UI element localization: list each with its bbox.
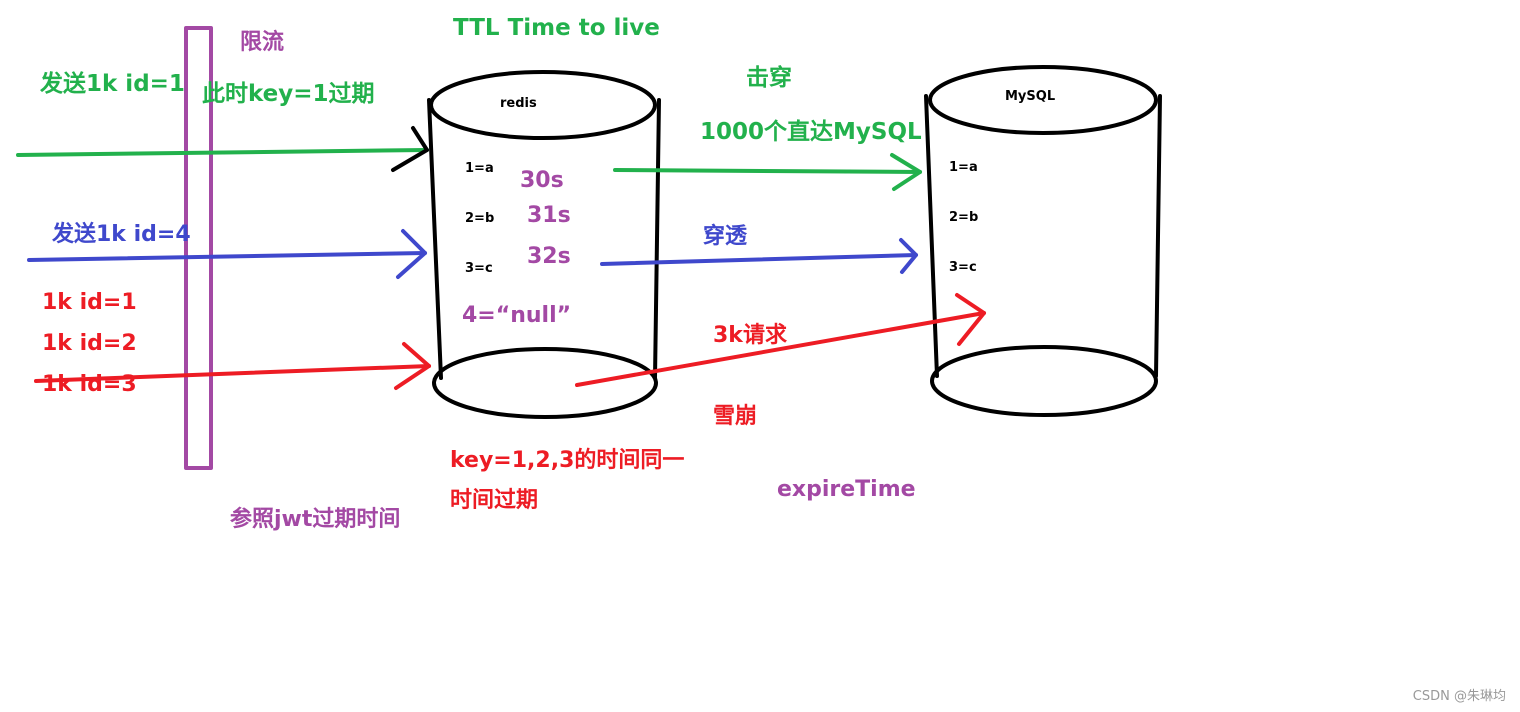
blue-arrow-send: [27, 229, 427, 279]
total-requests-label: 3k请求: [713, 323, 787, 348]
penetration-label: 穿透: [703, 224, 748, 249]
mysql-cylinder: [924, 65, 1162, 417]
avalanche-label: 雪崩: [713, 404, 758, 429]
rate-limit-label: 限流: [240, 30, 285, 55]
red-arrow-to-mysql: [575, 293, 986, 387]
redis-ttl-2: 31s: [527, 203, 571, 228]
red-request-3: 1k id=3: [42, 372, 137, 397]
mysql-entry-1: 1=a: [949, 160, 978, 175]
breakdown-label: 击穿: [746, 65, 792, 91]
redis-entry-2: 2=b: [465, 211, 495, 226]
redis-label: redis: [500, 96, 537, 111]
blue-send-label: 发送1k id=4: [52, 222, 191, 247]
blue-arrow-to-mysql: [600, 238, 918, 274]
mysql-entry-3: 3=c: [949, 260, 977, 275]
rate-limit-box: [184, 26, 213, 470]
key-expired-note: 此时key=1过期: [202, 81, 375, 107]
mysql-entry-2: 2=b: [949, 210, 979, 225]
redis-entry-1: 1=a: [465, 161, 494, 176]
direct-to-mysql-label: 1000个直达MySQL: [700, 119, 922, 145]
green-send-label: 发送1k id=1: [40, 71, 185, 97]
same-time-note-line2: 时间过期: [450, 488, 539, 513]
red-request-2: 1k id=2: [42, 331, 137, 356]
redis-ttl-3: 32s: [527, 244, 571, 269]
jwt-expire-note: 参照jwt过期时间: [230, 507, 401, 532]
mysql-label: MySQL: [1005, 89, 1056, 104]
watermark: CSDN @朱琳均: [1412, 689, 1506, 704]
red-arrow-send: [34, 342, 431, 390]
redis-ttl-1: 30s: [520, 168, 564, 193]
red-request-1: 1k id=1: [42, 290, 137, 315]
ttl-title: TTL Time to live: [453, 15, 660, 41]
same-time-note-line1: key=1,2,3的时间同一: [450, 448, 685, 473]
green-arrow-send: [16, 126, 429, 172]
expire-time-label: expireTime: [777, 477, 916, 502]
redis-null-entry: 4=“null”: [462, 303, 572, 328]
green-arrow-to-mysql: [613, 153, 922, 191]
redis-entry-3: 3=c: [465, 261, 493, 276]
redis-cylinder: [427, 70, 661, 419]
